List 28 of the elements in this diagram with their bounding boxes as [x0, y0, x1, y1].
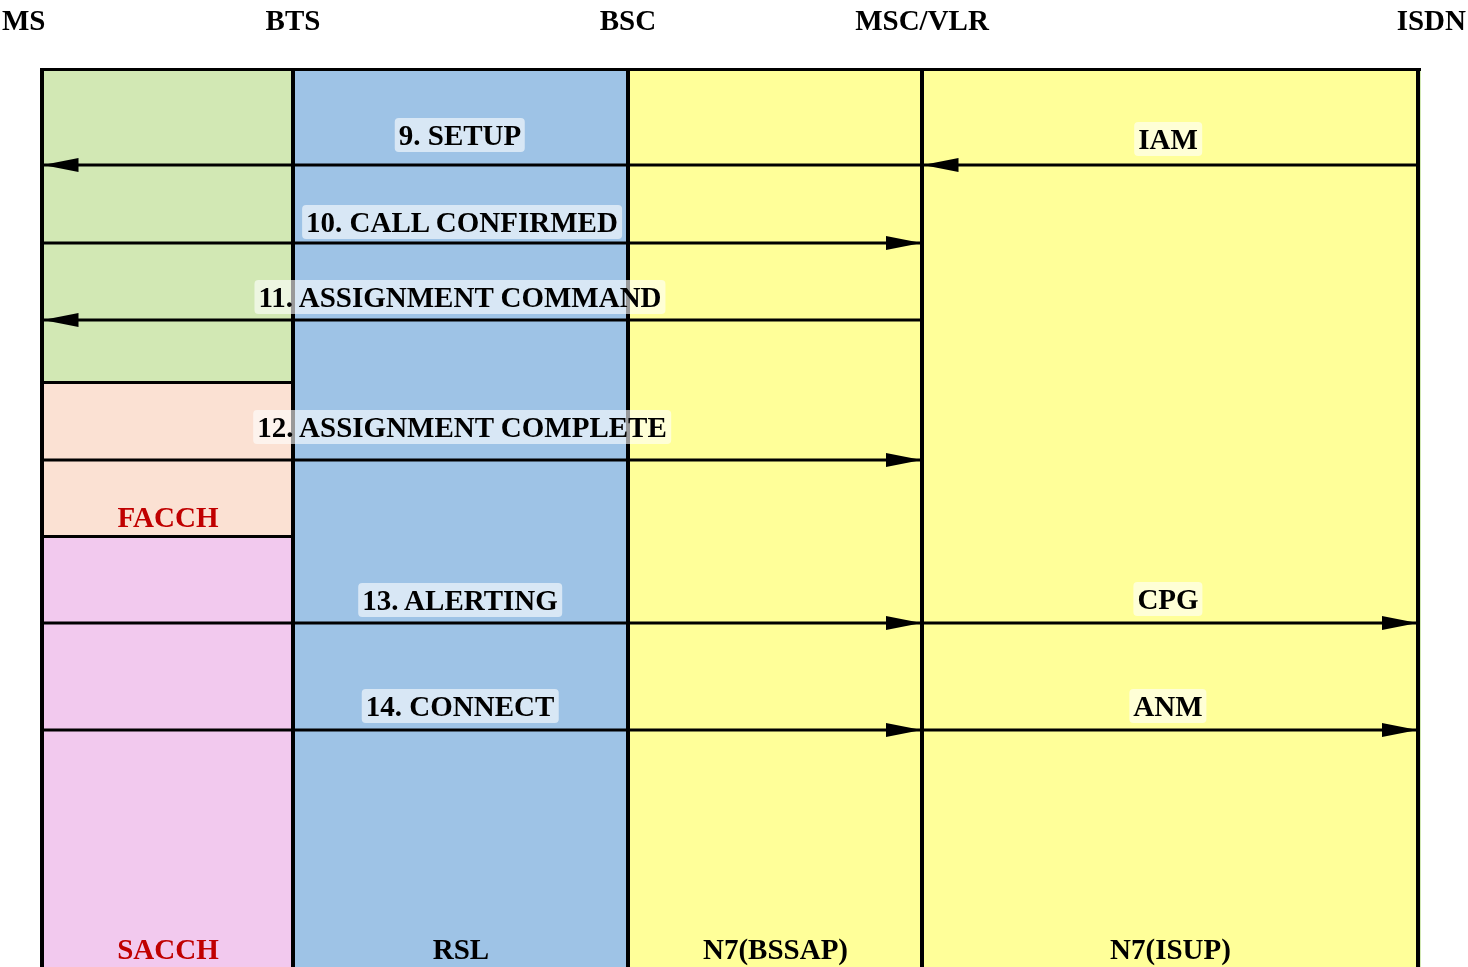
message-label: 10. CALL CONFIRMED — [302, 205, 622, 239]
message-arrow — [42, 313, 922, 327]
message-label: IAM — [1134, 122, 1202, 156]
message-label: ANM — [1129, 689, 1207, 723]
message-arrow — [42, 236, 922, 250]
lifeline-label: ISDN — [1396, 3, 1466, 38]
lifeline-label: BSC — [599, 3, 657, 38]
message-label: 14. CONNECT — [361, 689, 559, 723]
message-arrow — [922, 616, 1418, 630]
message-arrow — [42, 453, 922, 467]
message-arrow — [922, 723, 1418, 737]
lifeline-label: BTS — [265, 3, 321, 38]
message-label: 9. SETUP — [394, 118, 526, 152]
message-label: 11. ASSIGNMENT COMMAND — [254, 280, 666, 314]
message-arrow — [42, 616, 922, 630]
channel-label: RSL — [432, 932, 490, 967]
channel-label: SACCH — [117, 932, 219, 967]
lifeline-label: MS — [2, 3, 46, 38]
message-label: CPG — [1133, 582, 1203, 616]
lifeline-label: MSC/VLR — [855, 3, 989, 38]
channel-label: N7(ISUP) — [1110, 932, 1231, 967]
message-arrow — [42, 158, 922, 172]
message-label: 12. ASSIGNMENT COMPLETE — [253, 410, 671, 444]
channel-label: FACCH — [117, 500, 219, 535]
message-arrow — [922, 158, 1418, 172]
message-arrow — [42, 723, 922, 737]
channel-label: N7(BSSAP) — [703, 932, 848, 967]
message-label: 13. ALERTING — [358, 583, 562, 617]
